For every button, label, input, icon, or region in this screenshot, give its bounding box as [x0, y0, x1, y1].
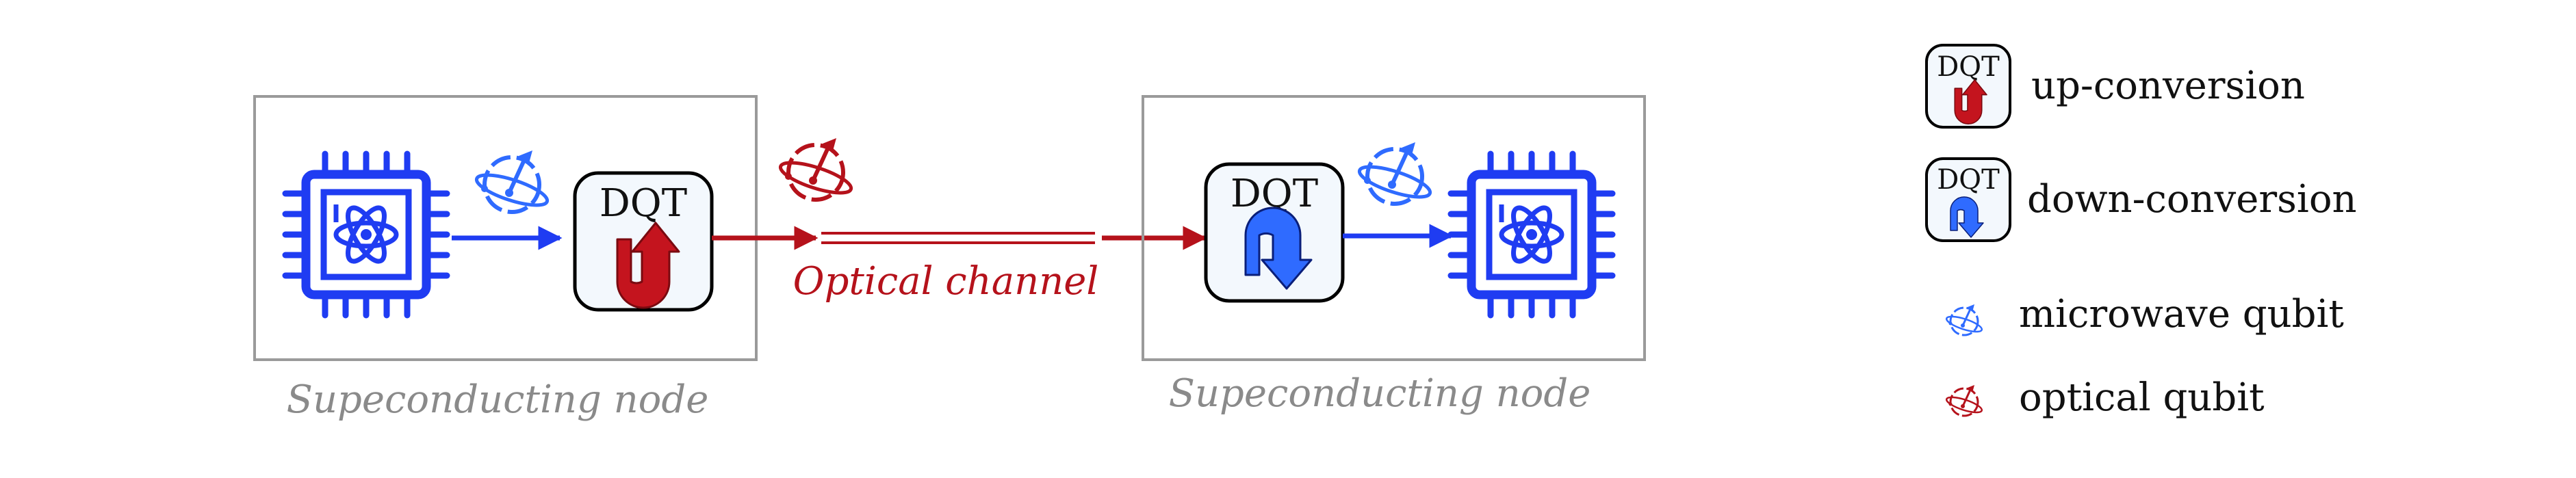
legend-optical-qubit-text: optical qubit	[2019, 375, 2265, 420]
legend-down-conversion-dqt: DQT	[1937, 164, 2000, 196]
legend-item-up-conversion: DQT up-conversion	[1925, 44, 2305, 129]
left-microwave-qubit-icon	[474, 150, 550, 212]
legend-up-conversion-dqt: DQT	[1937, 51, 2000, 83]
legend-down-conversion-text: down-conversion	[2027, 177, 2357, 222]
legend-up-conversion-text: up-conversion	[2031, 64, 2305, 108]
optical-channel: Optical channel	[712, 138, 1207, 304]
legend-microwave-qubit-text: microwave qubit	[2019, 292, 2344, 336]
left-node-frame	[253, 95, 758, 361]
legend: DQT up-conversion DQT down-conversion mi…	[1925, 44, 2357, 420]
converter-down: DQT	[1204, 162, 1345, 303]
legend-optical-qubit-icon	[1944, 384, 1985, 417]
right-microwave-qubit-icon	[1356, 142, 1433, 204]
left-superconducting-node: DQT Supeconducting node	[253, 95, 758, 422]
converter-up: DQT	[573, 171, 714, 312]
right-superconducting-node: DQT Supeconducting node	[1142, 95, 1646, 416]
right-chip-icon	[1451, 154, 1612, 315]
right-node-caption: Supeconducting node	[1169, 371, 1591, 416]
legend-up-conversion-box	[1925, 44, 2011, 129]
left-chip-icon	[285, 154, 447, 315]
converter-up-label: DQT	[600, 181, 687, 226]
channel-label: Optical channel	[793, 259, 1099, 304]
legend-item-down-conversion: DQT down-conversion	[1925, 157, 2357, 242]
channel-optical-qubit-icon	[777, 138, 854, 200]
legend-item-optical-qubit: optical qubit	[1944, 375, 2265, 420]
left-node-caption: Supeconducting node	[287, 377, 709, 422]
legend-microwave-qubit-icon	[1944, 303, 1985, 336]
right-node-frame	[1142, 95, 1646, 361]
legend-item-microwave-qubit: microwave qubit	[1944, 292, 2344, 336]
